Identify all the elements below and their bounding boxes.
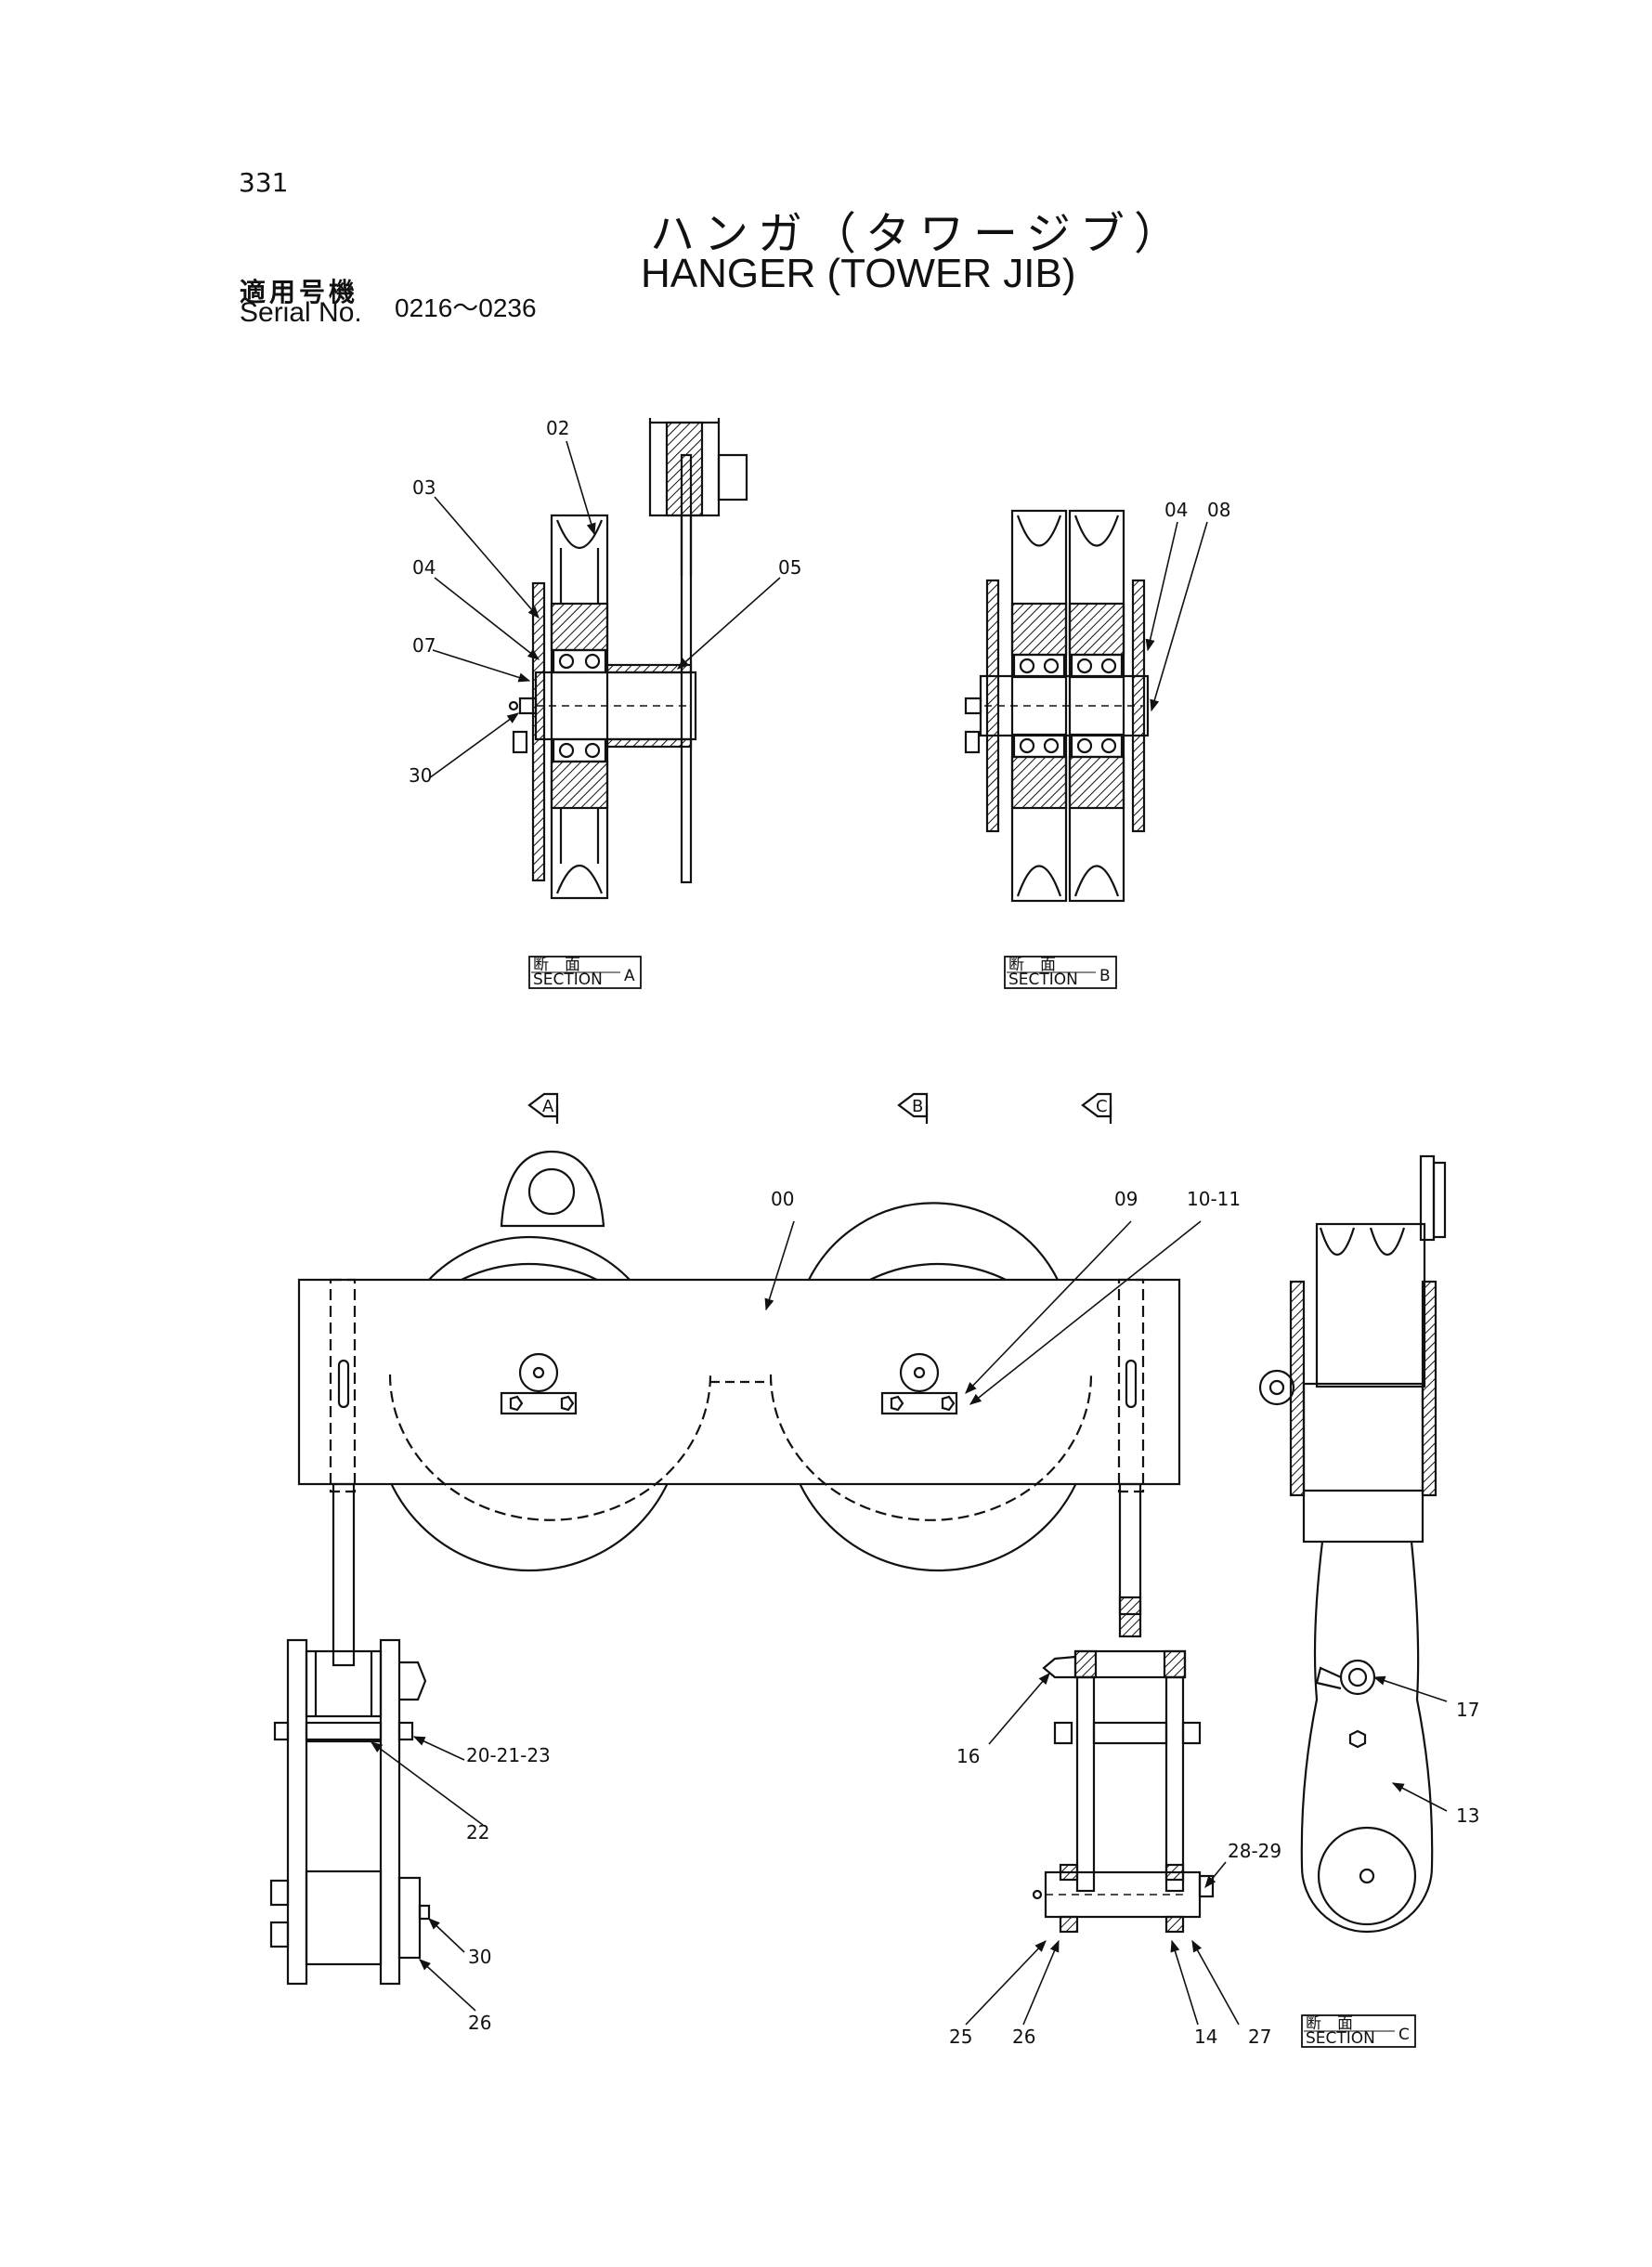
- callout-08: 08: [1207, 499, 1230, 521]
- section-labels: 断 面 SECTION A 断 面 SECTION B 断 面 SECTION …: [533, 956, 1410, 2048]
- view-arrow-c-label: C: [1096, 1097, 1108, 1116]
- serial-label-english: Serial No.: [240, 297, 362, 328]
- view-arrow-a: [527, 1092, 559, 1124]
- callout-13: 13: [1456, 1804, 1479, 1827]
- view-arrow-labels: A B C: [542, 1097, 1108, 1116]
- callout-02: 02: [546, 417, 569, 439]
- callout-30: 30: [409, 764, 432, 787]
- callout-07: 07: [412, 634, 436, 657]
- page-number: 331: [239, 167, 289, 198]
- main-hanger-view: [297, 1150, 1181, 1667]
- section-b-label: SECTION: [1008, 971, 1078, 989]
- section-b-kanji: 断 面: [1008, 956, 1056, 974]
- callout-03: 03: [412, 476, 436, 499]
- callout-labels: 02 03 04 05 07 30 04 08 00 09 10-11 20-2…: [409, 417, 1479, 2048]
- callout-04-b: 04: [1164, 499, 1188, 521]
- callout-00: 00: [771, 1188, 794, 1210]
- callout-26-right: 26: [1012, 2026, 1035, 2048]
- title-japanese: ハンガ（タワージブ）: [650, 208, 1189, 260]
- left-clamp-view: [269, 1638, 431, 1986]
- callout-10-11: 10-11: [1187, 1188, 1241, 1210]
- section-a-kanji: 断 面: [533, 956, 580, 974]
- callout-28-29: 28-29: [1228, 1840, 1281, 1862]
- callout-27: 27: [1248, 2026, 1271, 2048]
- view-arrow-a-label: A: [542, 1097, 554, 1116]
- section-b-view: [964, 509, 1150, 903]
- view-arrow-b: [897, 1092, 929, 1124]
- callout-05: 05: [778, 556, 801, 579]
- section-c-view: [1258, 1154, 1447, 1934]
- leader-lines: [370, 440, 1448, 2026]
- section-c-label: SECTION: [1306, 2029, 1375, 2048]
- callout-16: 16: [956, 1745, 980, 1767]
- callout-30-left: 30: [468, 1946, 491, 1968]
- callout-09: 09: [1114, 1188, 1138, 1210]
- view-arrow-c: [1081, 1092, 1112, 1124]
- section-b-letter: B: [1099, 967, 1111, 985]
- section-a-label: SECTION: [533, 971, 603, 989]
- serial-label-japanese: 適用号機: [240, 277, 359, 307]
- title-english: HANGER (TOWER JIB): [641, 251, 1076, 296]
- callout-14: 14: [1194, 2026, 1217, 2048]
- callout-26-left: 26: [468, 2012, 491, 2034]
- callout-20-21-23: 20-21-23: [466, 1744, 551, 1766]
- section-c-letter: C: [1398, 2026, 1410, 2044]
- section-a-view: [508, 418, 748, 900]
- section-a-letter: A: [624, 967, 635, 985]
- callout-04: 04: [412, 556, 436, 579]
- callout-22: 22: [466, 1821, 489, 1844]
- view-arrow-b-label: B: [912, 1097, 923, 1116]
- section-c-kanji: 断 面: [1306, 2014, 1353, 2033]
- right-clamp-view: [1032, 1649, 1215, 1934]
- callout-25: 25: [949, 2026, 972, 2048]
- serial-range: 0216～0236: [395, 293, 537, 322]
- callout-17: 17: [1456, 1699, 1479, 1721]
